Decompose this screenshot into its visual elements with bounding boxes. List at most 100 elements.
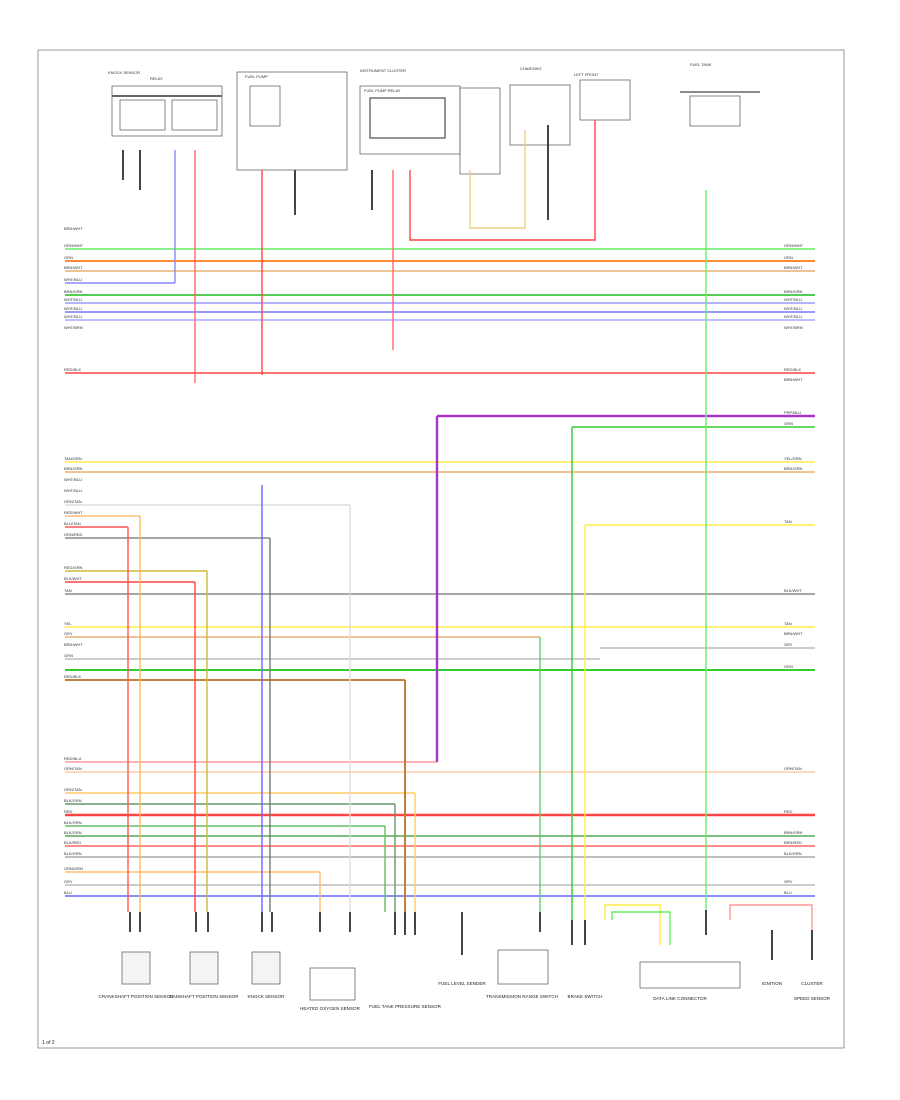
cluster-box bbox=[639, 961, 741, 989]
right-wire-label: BRN/WHT bbox=[784, 631, 803, 636]
right-wire-label: RED bbox=[784, 809, 793, 814]
left-wire-label: BRN/GRN bbox=[64, 289, 83, 294]
left-wire-label: YEL bbox=[64, 621, 72, 626]
wire-v26 bbox=[729, 904, 813, 940]
bottom-component-label: SPEED SENSOR bbox=[794, 996, 831, 1001]
ecm-box bbox=[689, 95, 741, 127]
right-wire-label: BRN/WHT bbox=[784, 377, 803, 382]
left-wire-label: WHT/BLU bbox=[64, 277, 82, 282]
cam-sensor-box bbox=[189, 951, 219, 985]
left-front-box bbox=[579, 79, 631, 121]
right-wire-label: YEL/GRN bbox=[784, 456, 802, 461]
horizontal-wires bbox=[65, 248, 815, 897]
right-wire-label: BLU bbox=[784, 890, 792, 895]
right-wire-label: BLK/WHT bbox=[784, 588, 802, 593]
bottom-component-label: BRAKE SWITCH bbox=[568, 994, 603, 999]
top-label-7: FUEL TANK bbox=[690, 62, 712, 67]
right-wire-label: BLK/GRN bbox=[784, 851, 802, 856]
left-wire-label: RED/WHT bbox=[64, 510, 83, 515]
top-label-2: FUEL PUMP bbox=[245, 74, 268, 79]
bottom-component-label: CRANKSHAFT POSITION SENSOR bbox=[99, 994, 175, 999]
left-wire-label: GRN/RED bbox=[64, 532, 83, 537]
left-wire-label: TAN bbox=[64, 588, 72, 593]
right-wire-label: GRN bbox=[784, 421, 793, 426]
left-wire-label: GRN/WHT bbox=[64, 243, 84, 248]
left-wire-label: WHT/BRN bbox=[64, 325, 83, 330]
right-wire-label: WHT/BLU bbox=[784, 297, 802, 302]
left-wire-label: TAN/GRN bbox=[64, 456, 82, 461]
right-wire-label: GRN/WHT bbox=[784, 243, 804, 248]
wire-v5 bbox=[409, 120, 596, 241]
right-wire-label: GRN bbox=[784, 664, 793, 669]
right-wire-label: TAN bbox=[784, 621, 792, 626]
fuel-level-box bbox=[497, 949, 549, 985]
left-wire-label: BRN/GRN bbox=[64, 466, 83, 471]
left-wire-label: RED/BLK bbox=[64, 674, 81, 679]
right-wire-label: WHT/BRN bbox=[784, 325, 803, 330]
top-label-6: LEFT FRONT bbox=[574, 72, 599, 77]
left-wire-label: WHT/BLU bbox=[64, 477, 82, 482]
left-wire-label: WHT/BLU bbox=[64, 314, 82, 319]
right-wire-label: GRY bbox=[784, 879, 793, 884]
right-wire-label: BRN/RED bbox=[784, 840, 802, 845]
crank-sensor-box bbox=[121, 951, 151, 985]
left-wire-label: RED/BLK bbox=[64, 367, 81, 372]
right-wire-label: TAN bbox=[784, 519, 792, 524]
left-wire-label: WHT/BLU bbox=[64, 297, 82, 302]
top-label-4: FUEL PUMP RELAY bbox=[364, 88, 401, 93]
bottom-component-label: IGNITION bbox=[762, 981, 782, 986]
left-wire-label: RED bbox=[64, 809, 73, 814]
top-captions: KNOCK SENSOR RELAY FUEL PUMP INSTRUMENT … bbox=[108, 62, 712, 93]
left-wire-label: BRN/WHT bbox=[64, 265, 83, 270]
left-wire-label: BRN/WHT bbox=[64, 226, 83, 231]
left-wire-label: BLK/GRN bbox=[64, 830, 82, 835]
left-wire-label: ORN/TAN bbox=[64, 766, 82, 771]
left-wire-label: GRN bbox=[64, 653, 73, 658]
right-wire-label: BRN/WHT bbox=[784, 265, 803, 270]
left-wire-label: ORN/TAN bbox=[64, 787, 82, 792]
left-wire-label: BLU bbox=[64, 890, 72, 895]
left-wire-label: WHT/BLU bbox=[64, 488, 82, 493]
left-wire-label: GRY bbox=[64, 631, 73, 636]
bottom-pins bbox=[129, 910, 813, 960]
left-wire-label: BLK/GRN bbox=[64, 798, 82, 803]
bottom-component-label: CLUSTER bbox=[801, 981, 823, 986]
left-wire-label: GRY bbox=[64, 879, 73, 884]
bottom-component-label: FUEL LEVEL SENDER bbox=[438, 981, 486, 986]
footer-ref: 1 of 2 bbox=[42, 1040, 55, 1046]
top-label-1: RELAY bbox=[150, 76, 163, 81]
right-wire-label: WHT/BLU bbox=[784, 314, 802, 319]
right-labels: GRN/WHT ORN BRN/WHT BRN/GRN WHT/BLU WHT/BLU WH… bbox=[784, 243, 804, 895]
left-wire-label: BLU/TAN bbox=[64, 521, 81, 526]
left-wire-label: BLK/RED bbox=[64, 840, 81, 845]
left-wire-label: RED/BLU bbox=[64, 756, 81, 761]
right-wire-label: RED/BLK bbox=[784, 367, 801, 372]
left-wire-label: BLK/WHT bbox=[64, 576, 82, 581]
left-wire-label: BLK/GRN bbox=[64, 820, 82, 825]
top-label-0: KNOCK SENSOR bbox=[108, 70, 140, 75]
left-wire-label: GRN/TAN bbox=[64, 499, 82, 504]
bottom-component-label: HEATED OXYGEN SENSOR bbox=[300, 1006, 361, 1011]
right-wire-label: BRN/GRN bbox=[784, 830, 803, 835]
knock-sensor-relay-box bbox=[111, 85, 223, 137]
left-wire-label: BRN/WHT bbox=[64, 642, 83, 647]
wire-v25 bbox=[611, 911, 671, 945]
top-components bbox=[111, 71, 760, 175]
diagram-border bbox=[37, 49, 845, 1049]
bottom-component-label: TRANSMISSION RANGE SWITCH bbox=[486, 994, 558, 999]
knock-sensor-box bbox=[251, 951, 281, 985]
right-wire-label: WHT/BLU bbox=[784, 306, 802, 311]
right-wire-label: GRY bbox=[784, 642, 793, 647]
fuel-tank-box bbox=[509, 84, 571, 146]
wire-v24 bbox=[604, 904, 661, 945]
left-wire-label: WHT/BLU bbox=[64, 306, 82, 311]
o2-sensor-box bbox=[309, 967, 356, 1001]
wire-v6 bbox=[469, 130, 526, 229]
left-labels: BRN/WHT GRN/WHT ORN BRN/WHT WHT/BLU BRN/GRN WH… bbox=[64, 226, 84, 895]
charging-box bbox=[459, 87, 501, 175]
right-wire-label: ORN bbox=[784, 255, 793, 260]
bottom-component-label: KNOCK SENSOR bbox=[247, 994, 285, 999]
left-wire-label: ORN bbox=[64, 255, 73, 260]
fuel-pump-box bbox=[236, 71, 348, 171]
